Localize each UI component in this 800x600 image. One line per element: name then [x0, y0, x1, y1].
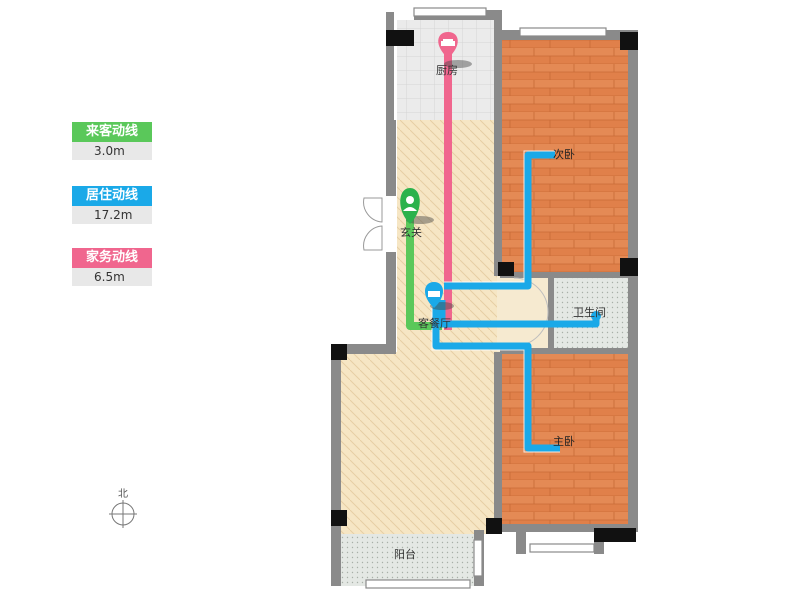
columns	[331, 30, 638, 542]
living-line	[444, 151, 555, 290]
entrance-marker-icon	[400, 188, 434, 224]
kitchen-marker-icon	[438, 32, 472, 68]
balcony-label: 阳台	[394, 547, 416, 561]
legend-living-value: 17.2m	[72, 206, 152, 224]
line-outline	[431, 150, 560, 453]
windows	[365, 7, 607, 589]
bathroom-label: 卫生间	[573, 305, 606, 319]
entrance-door	[363, 196, 396, 252]
legend-chore: 家务动线 6.5m	[72, 248, 152, 286]
legend-living-label: 居住动线	[72, 186, 152, 206]
bathroom-floor	[552, 276, 630, 352]
living-dining-label: 客餐厅	[418, 316, 451, 330]
living-marker-icon	[424, 282, 454, 310]
living-lower-floor	[340, 352, 497, 534]
legend-guest-label: 来客动线	[72, 122, 152, 142]
second-bedroom-label: 次卧	[553, 147, 575, 161]
compass-label: 北	[118, 488, 128, 500]
legend-chore-label: 家务动线	[72, 248, 152, 268]
master-bedroom-floor	[500, 352, 630, 528]
entrance-label: 玄关	[400, 225, 422, 239]
second-bedroom-floor	[500, 40, 630, 276]
guest-line	[406, 212, 442, 330]
compass-icon: 北	[109, 488, 137, 528]
kitchen-label: 厨房	[436, 64, 458, 77]
bathroom-marker-icon	[591, 311, 601, 321]
master-bedroom-label: 主卧	[553, 435, 575, 448]
legend-chore-value: 6.5m	[72, 268, 152, 286]
legend-guest: 来客动线 3.0m	[72, 122, 152, 160]
legend-living: 居住动线 17.2m	[72, 186, 152, 224]
living-line-3	[432, 300, 560, 452]
balcony-floor	[340, 534, 480, 586]
legend-guest-value: 3.0m	[72, 142, 152, 160]
walls	[331, 10, 638, 586]
